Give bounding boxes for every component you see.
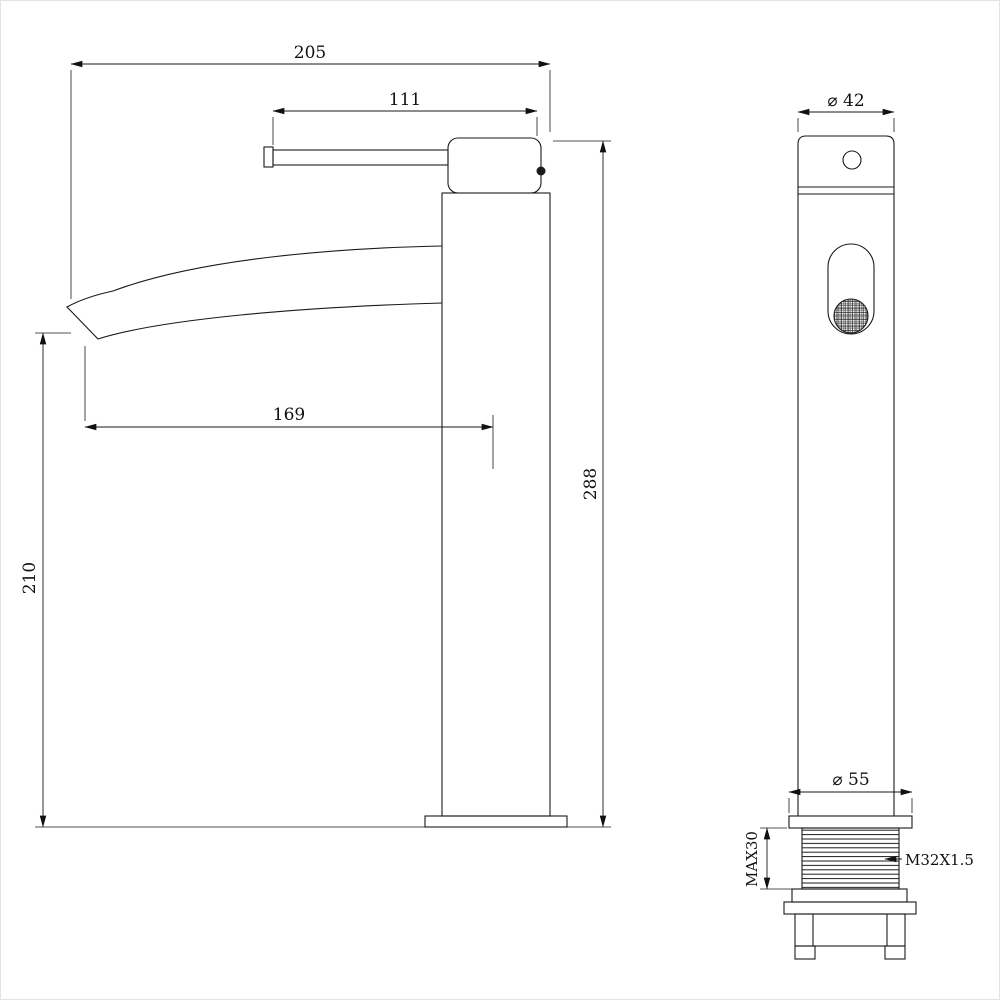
extension-lines-side [35,70,611,828]
top-button-circle [842,150,862,170]
temp-indicator-dot [536,166,546,176]
nut-tab-right [884,945,906,960]
dim-max-mounting-label: MAX30 [743,831,761,887]
cartridge-housing [447,137,542,194]
front-view-dimensions: ⌀ 42 ⌀ 55 MAX30 M32X1.5 [743,91,974,890]
gasket-plate [791,888,908,903]
dim-top-diameter-label: ⌀ 42 [827,91,864,111]
handle-tip-cap [263,146,274,168]
dim-overall-length: 205 [70,43,551,68]
dim-thread-label: M32X1.5 [905,851,974,869]
spout [66,245,443,340]
dim-spout-reach-label: 169 [273,405,305,425]
body-front [797,135,895,817]
base-flange-front [788,815,913,829]
threaded-shank [801,827,900,890]
dim-thread-callout: M32X1.5 [884,851,974,869]
dim-spout-height-label: 210 [20,562,40,594]
front-view [783,135,917,960]
aerator-mesh [833,298,869,334]
dim-total-height-label: 288 [581,468,601,500]
dim-handle-length: 111 [272,90,538,115]
dim-spout-reach: 169 [84,405,494,431]
aerator-capsule [827,243,875,335]
dim-top-diameter: ⌀ 42 [797,91,895,116]
nut-tab-left [794,945,816,960]
washer-plate [783,901,917,915]
base-flange-side [424,815,568,828]
side-view [66,137,568,828]
side-view-dimensions: 205 111 169 210 288 [20,43,611,828]
dim-spout-height: 210 [20,332,47,828]
dim-base-diameter-label: ⌀ 55 [832,770,869,790]
dim-max-mounting: MAX30 [743,827,771,890]
dim-handle-length-label: 111 [389,90,421,110]
dim-base-diameter: ⌀ 55 [788,770,913,796]
dim-overall-length-label: 205 [294,43,326,63]
mounting-nut [794,913,906,947]
body-column [441,192,551,817]
handle-lever [272,149,449,166]
dim-total-height: 288 [581,140,607,828]
